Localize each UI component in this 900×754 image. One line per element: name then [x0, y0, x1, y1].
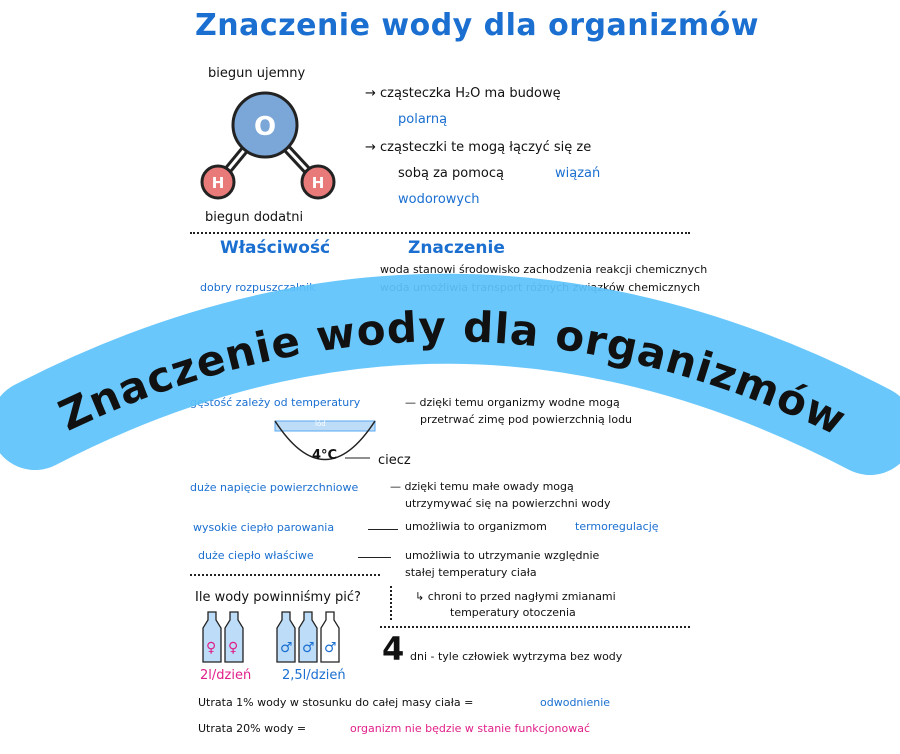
meaning: — dzięki temu małe owady mogą [390, 480, 574, 493]
column-header-property: Właściwość [220, 238, 331, 258]
property: duże ciepło właściwe [198, 549, 314, 562]
svg-text:♀: ♀ [206, 640, 216, 656]
water-bottles-icon: ♀ ♀ ♂ ♂ ♂ [202, 611, 340, 663]
hydrogen-label: H [212, 174, 225, 192]
oxygen-label: O [254, 112, 276, 142]
connector [368, 529, 398, 530]
fact-2-highlight: wiązań [555, 166, 601, 181]
days-text: dni - tyle człowiek wytrzyma bez wody [410, 650, 623, 663]
positive-pole-label: biegun dodatni [205, 210, 304, 225]
banner-band [0, 273, 900, 475]
meaning: — dzięki temu organizmy wodne mogą [405, 396, 620, 409]
svg-text:♂: ♂ [280, 640, 293, 656]
meaning: stałej temperatury ciała [405, 566, 537, 579]
meaning: umożliwia to utrzymanie względnie [405, 549, 600, 562]
svg-text:♂: ♂ [302, 640, 315, 656]
loss-2-result: organizm nie będzie w stanie funkcjonowa… [350, 722, 590, 735]
fact-1-highlight: polarną [398, 112, 448, 127]
meaning: ↳ chroni to przed nagłymi zmianami [415, 590, 616, 603]
property: duże napięcie powierzchniowe [190, 481, 359, 494]
drink-question: Ile wody powinniśmy pić? [195, 590, 361, 605]
meaning-highlight: termoregulację [575, 520, 659, 533]
negative-pole-label: biegun ujemny [208, 66, 306, 81]
ice-label: lód [315, 420, 326, 428]
divider [380, 626, 690, 628]
water-molecule-icon: O H H [200, 91, 336, 200]
svg-text:♀: ♀ [228, 640, 238, 656]
meaning: utrzymywać się na powierzchni wody [405, 497, 611, 510]
divider [190, 232, 690, 234]
svg-text:♂: ♂ [324, 640, 337, 656]
days-number: 4 [382, 630, 405, 668]
meaning-text: chroni to przed nagłymi zmianami [427, 590, 616, 603]
meaning: przetrwać zimę pod powierzchnią lodu [420, 413, 633, 426]
loss-1-result: odwodnienie [540, 696, 611, 709]
fact-2-highlight-2: wodorowych [398, 192, 480, 207]
fact-2: → cząsteczki te mogą łączyć się ze [365, 140, 592, 155]
female-intake: 2l/dzień [200, 668, 252, 683]
loss-2: Utrata 20% wody = [198, 722, 307, 735]
divider [390, 586, 392, 620]
property: gęstość zależy od temperatury [190, 396, 361, 409]
temperature-label: 4°C [312, 448, 338, 463]
divider [190, 574, 380, 576]
connector [358, 557, 391, 558]
meaning: umożliwia to organizmom [405, 520, 547, 533]
hydrogen-label: H [312, 174, 325, 192]
male-intake: 2,5l/dzień [282, 668, 346, 683]
page-title: Znaczenie wody dla organizmów [195, 8, 759, 43]
loss-1: Utrata 1% wody w stosunku do całej masy … [198, 696, 474, 709]
meaning: woda stanowi środowisko zachodzenia reak… [380, 263, 708, 276]
liquid-label: ciecz [378, 453, 411, 468]
lake-diagram [274, 420, 376, 461]
column-header-meaning: Znaczenie [408, 238, 505, 258]
meaning: temperatury otoczenia [450, 606, 576, 619]
fact-1: → cząsteczka H₂O ma budowę [365, 86, 561, 101]
fact-2b: sobą za pomocą [398, 166, 504, 181]
property: wysokie ciepło parowania [193, 521, 335, 534]
